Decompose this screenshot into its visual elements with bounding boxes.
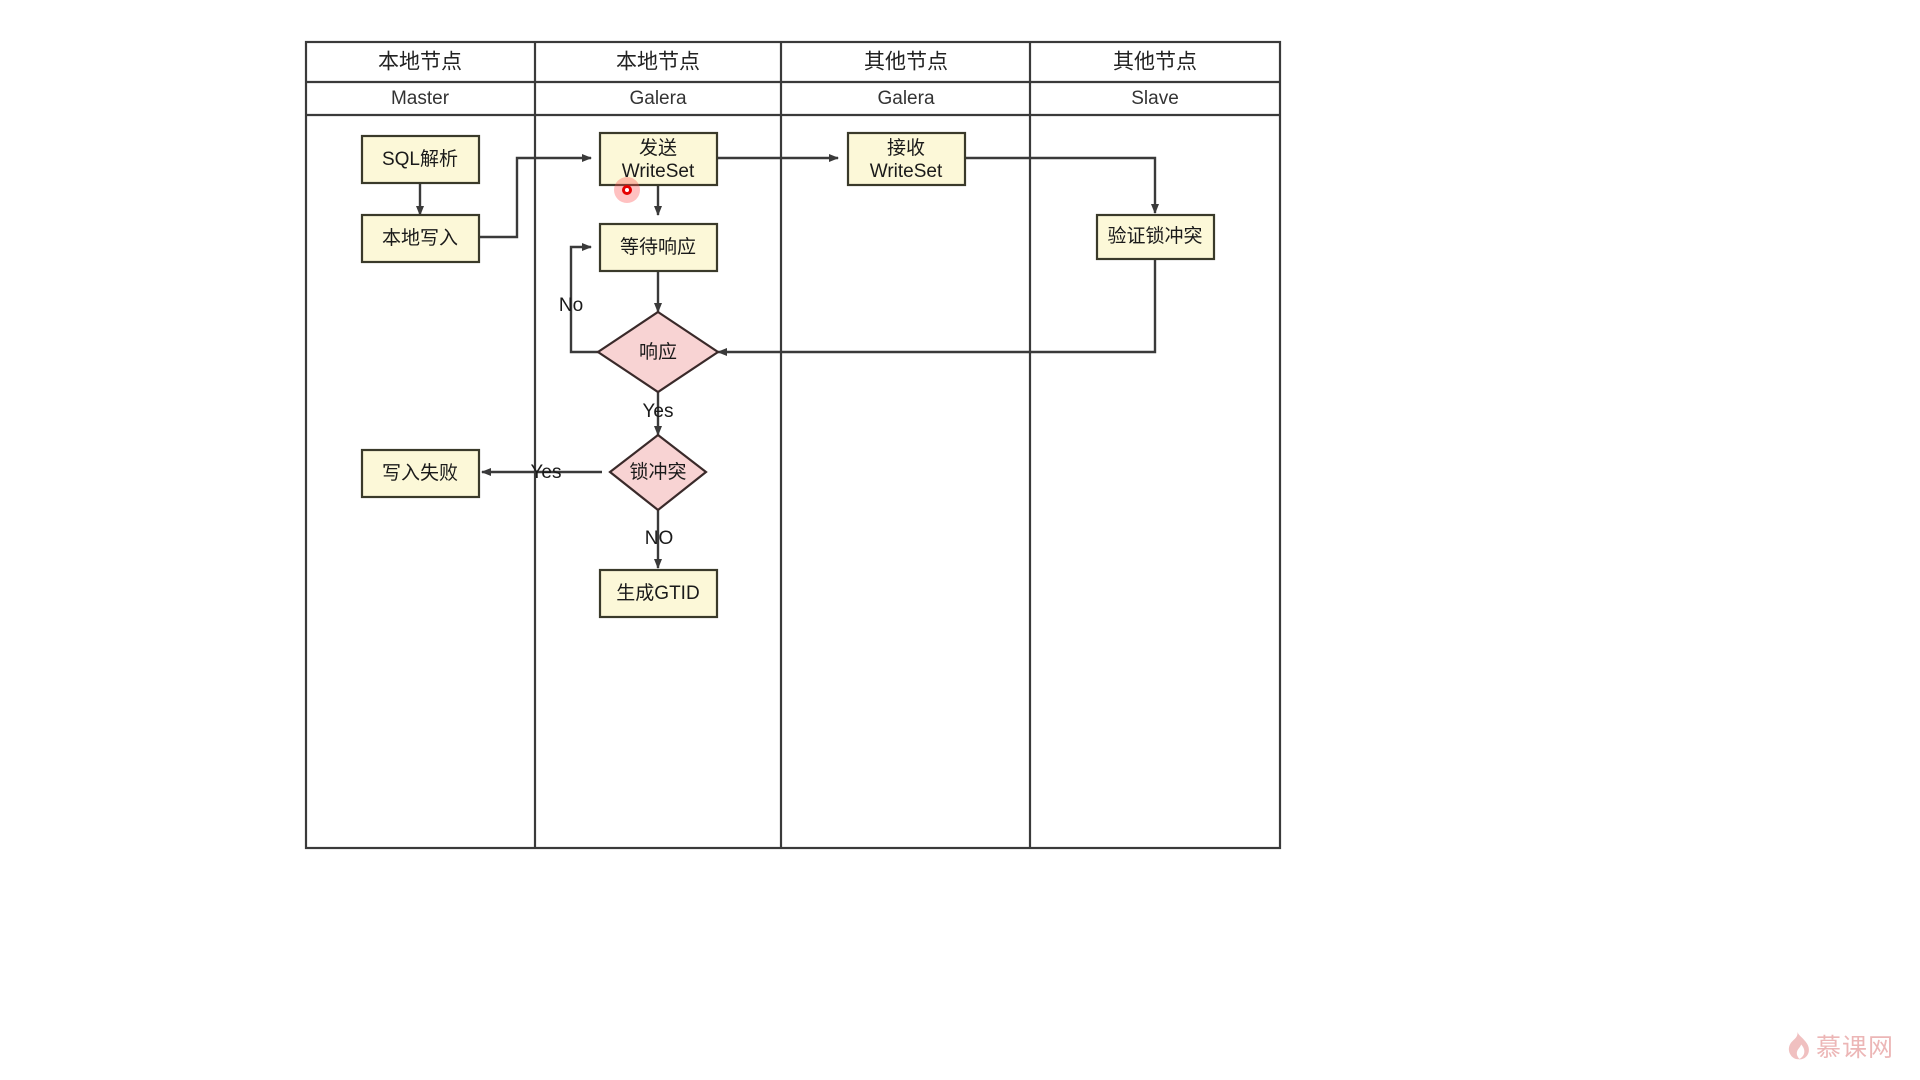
- node-send-writeset[interactable]: 发送 WriteSet: [598, 131, 719, 187]
- edge-recvws-to-verifylock: [964, 156, 1159, 214]
- node-write-fail[interactable]: 写入失败: [360, 448, 481, 499]
- edge-labels: No Yes Yes NO: [531, 295, 674, 549]
- node-response-decision-label: 响应: [639, 341, 677, 363]
- lane-subtitle-0: Master: [391, 88, 450, 109]
- lane-title-0: 本地节点: [378, 51, 462, 74]
- edge-verifylock-to-resp: [717, 259, 1157, 356]
- node-lock-conflict-decision[interactable]: 锁冲突: [608, 433, 708, 512]
- node-local-write[interactable]: 本地写入: [360, 213, 481, 264]
- swimlane-frame: [304, 40, 1282, 850]
- node-verify-lock-conflict-label: 验证锁冲突: [1107, 225, 1202, 247]
- watermark-text: 慕课网: [1815, 1033, 1894, 1062]
- node-sql-parse-label: SQL解析: [382, 148, 458, 170]
- flow-connectors: [416, 154, 1159, 569]
- lane-title-2: 其他节点: [864, 51, 948, 74]
- red-cursor-dot: [614, 177, 640, 203]
- watermark: 慕课网: [1782, 1028, 1894, 1064]
- lane-header-3: 其他节点 Slave: [1113, 51, 1197, 109]
- lane-header-0: 本地节点 Master: [378, 51, 462, 109]
- edge-label-lock-no: NO: [645, 528, 674, 549]
- node-receive-writeset[interactable]: 接收 WriteSet: [846, 131, 967, 187]
- lane-header-2: 其他节点 Galera: [864, 51, 948, 109]
- node-local-write-label: 本地写入: [382, 227, 458, 249]
- node-wait-response-label: 等待响应: [620, 236, 696, 258]
- lane-title-1: 本地节点: [616, 51, 700, 74]
- node-sql-parse[interactable]: SQL解析: [360, 134, 481, 185]
- node-verify-lock-conflict[interactable]: 验证锁冲突: [1095, 213, 1216, 261]
- node-wait-response[interactable]: 等待响应: [598, 222, 719, 273]
- edge-localwrite-to-sendws: [479, 154, 592, 239]
- node-receive-writeset-label-line1: 接收: [887, 137, 925, 159]
- edge-label-lock-yes: Yes: [531, 462, 562, 483]
- flame-icon: [1788, 1032, 1809, 1060]
- node-send-writeset-label-line2: WriteSet: [622, 161, 695, 182]
- node-generate-gtid-label: 生成GTID: [616, 582, 699, 604]
- lane-title-3: 其他节点: [1113, 51, 1197, 74]
- node-send-writeset-label-line1: 发送: [639, 137, 677, 159]
- edge-label-resp-no: No: [559, 295, 583, 316]
- edge-label-resp-yes: Yes: [643, 401, 674, 422]
- node-write-fail-label: 写入失败: [382, 462, 458, 484]
- lane-header-1: 本地节点 Galera: [616, 51, 700, 109]
- lane-subtitle-1: Galera: [629, 88, 686, 109]
- lane-subtitle-2: Galera: [877, 88, 934, 109]
- node-lock-conflict-decision-label: 锁冲突: [629, 461, 686, 483]
- edge-resp-no-loop: [569, 243, 602, 354]
- lane-subtitle-3: Slave: [1131, 88, 1179, 109]
- node-receive-writeset-label-line2: WriteSet: [870, 161, 943, 182]
- node-generate-gtid[interactable]: 生成GTID: [598, 568, 719, 619]
- node-response-decision[interactable]: 响应: [596, 310, 720, 394]
